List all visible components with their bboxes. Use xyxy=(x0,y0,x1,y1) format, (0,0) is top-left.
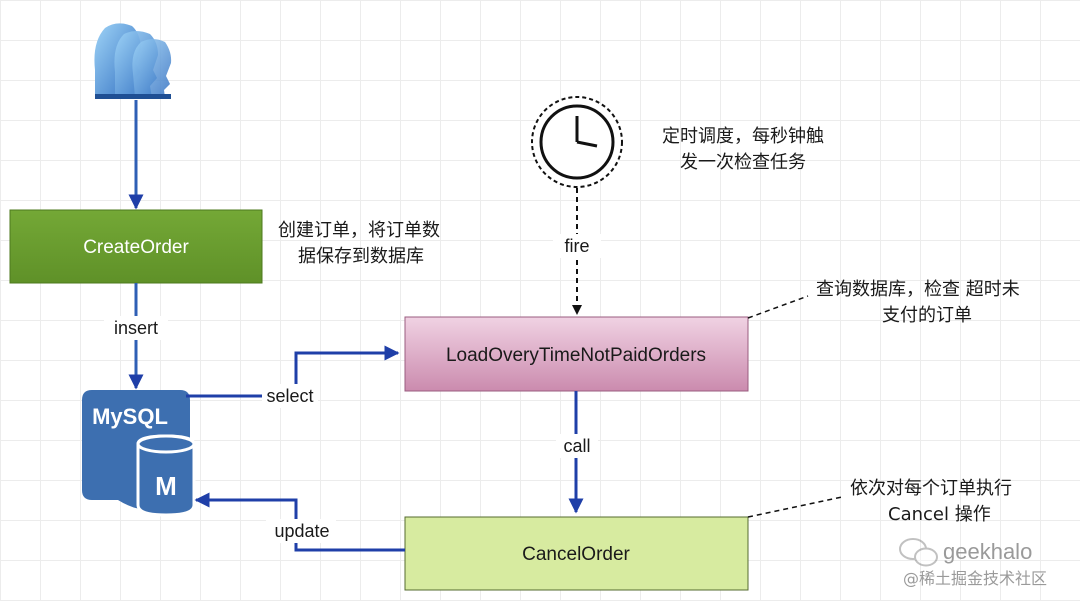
edge-select-label: select xyxy=(266,386,313,406)
create-note-line2: 据保存到数据库 xyxy=(298,246,424,267)
edge-insert-label: insert xyxy=(114,318,158,338)
cancel-order-label: CancelOrder xyxy=(522,544,630,565)
cancel-note-line2: Cancel 操作 xyxy=(888,504,991,525)
clock-icon xyxy=(531,96,623,188)
users-icon xyxy=(94,23,172,99)
arrow-select xyxy=(186,345,400,398)
update-label-bg xyxy=(266,519,336,543)
query-note-line2: 支付的订单 xyxy=(882,305,972,326)
cancel-order-box[interactable]: CancelOrder xyxy=(404,516,749,591)
wechat-icon xyxy=(899,538,938,567)
edge-update-label: update xyxy=(274,521,329,541)
fire-label-bg xyxy=(553,234,601,258)
edge-call-label: call xyxy=(563,436,590,456)
create-note-line1: 创建订单，将订单数 xyxy=(278,220,440,241)
query-note-line1: 查询数据库，检查 超时未 xyxy=(816,279,1020,300)
load-orders-box[interactable]: LoadOveryTimeNotPaidOrders xyxy=(404,316,749,392)
watermark-site: @稀土掘金技术社区 xyxy=(903,569,1047,588)
mysql-badge: M xyxy=(155,471,177,501)
insert-label-bg xyxy=(104,316,168,340)
cancel-note-connector xyxy=(747,496,843,518)
create-order-label: CreateOrder xyxy=(83,237,189,258)
call-label-bg xyxy=(556,434,598,458)
watermark-name: geekhalo xyxy=(943,539,1032,564)
mysql-label: MySQL xyxy=(92,404,168,429)
edge-fire-label: fire xyxy=(564,236,589,256)
mysql-database-icon: MySQL M xyxy=(82,390,196,517)
create-order-box[interactable]: CreateOrder xyxy=(9,209,263,284)
cancel-note-line1: 依次对每个订单执行 xyxy=(850,478,1012,499)
select-label-bg xyxy=(262,384,318,408)
query-note-connector xyxy=(747,295,809,319)
load-orders-label: LoadOveryTimeNotPaidOrders xyxy=(446,345,706,366)
timer-note-line2: 发一次检查任务 xyxy=(680,152,806,173)
timer-note-line1: 定时调度，每秒钟触 xyxy=(662,126,824,147)
